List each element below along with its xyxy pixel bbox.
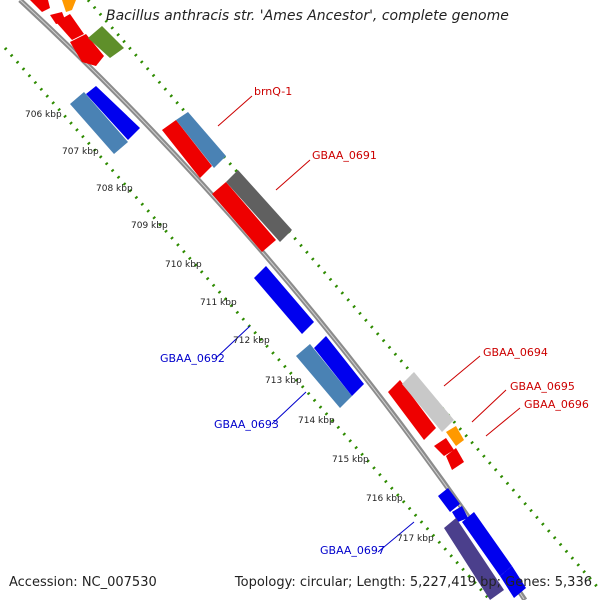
gene-706kbp-pair[interactable]: [70, 86, 140, 154]
ruler-tick-label: 716 kbp: [366, 494, 403, 504]
gene-GBAA_0695[interactable]: [446, 426, 464, 446]
gene-GBAA_0693[interactable]: [296, 336, 364, 408]
gene-labels: brnQ-1 GBAA_0691 GBAA_0692 GBAA_0693 GBA…: [160, 85, 589, 557]
label-GBAA_0695: GBAA_0695: [510, 380, 575, 393]
genome-title: Bacillus anthracis str. 'Ames Ancestor',…: [106, 8, 509, 24]
gene-GBAA_0694[interactable]: [388, 372, 454, 440]
ruler-tick-label: 712 kbp: [233, 336, 270, 346]
gene-GBAA_0691[interactable]: [212, 170, 292, 252]
gene-GBAA_0697[interactable]: [438, 488, 526, 600]
label-GBAA_0692: GBAA_0692: [160, 352, 225, 365]
leader-lines: [215, 95, 521, 553]
ruler-tick-label: 710 kbp: [165, 260, 202, 270]
dotted-track-outer: [86, 0, 600, 591]
ruler-tick-label: 709 kbp: [131, 221, 168, 231]
topology-text: Topology: circular; Length: 5,227,419 bp…: [234, 575, 592, 590]
label-GBAA_0694: GBAA_0694: [483, 346, 548, 359]
ruler-tick-label: 715 kbp: [332, 455, 369, 465]
gene-GBAA_0696[interactable]: [434, 438, 464, 470]
label-GBAA_0697: GBAA_0697: [320, 544, 385, 557]
label-GBAA_0696: GBAA_0696: [524, 398, 589, 411]
ruler-tick-label: 708 kbp: [96, 184, 133, 194]
ruler-tick-label: 711 kbp: [200, 298, 237, 308]
gene-top-left-cluster[interactable]: [30, 0, 124, 66]
dotted-track-inner: [3, 47, 492, 600]
ruler-tick-label: 707 kbp: [62, 147, 99, 157]
ruler-tick-label: 713 kbp: [265, 376, 302, 386]
gene-GBAA_0692[interactable]: [254, 266, 314, 334]
ruler-tick-label: 717 kbp: [397, 534, 434, 544]
ruler-tick-label: 714 kbp: [298, 416, 335, 426]
ruler-tick-labels: 706 kbp 707 kbp 708 kbp 709 kbp 710 kbp 711 k…: [25, 110, 434, 544]
label-GBAA_0691: GBAA_0691: [312, 149, 377, 162]
accession-text: Accession: NC_007530: [9, 575, 157, 590]
label-brnQ-1: brnQ-1: [254, 85, 292, 98]
gene-brnQ-1[interactable]: [162, 112, 226, 178]
label-GBAA_0693: GBAA_0693: [214, 418, 279, 431]
ruler-tick-label: 706 kbp: [25, 110, 62, 120]
